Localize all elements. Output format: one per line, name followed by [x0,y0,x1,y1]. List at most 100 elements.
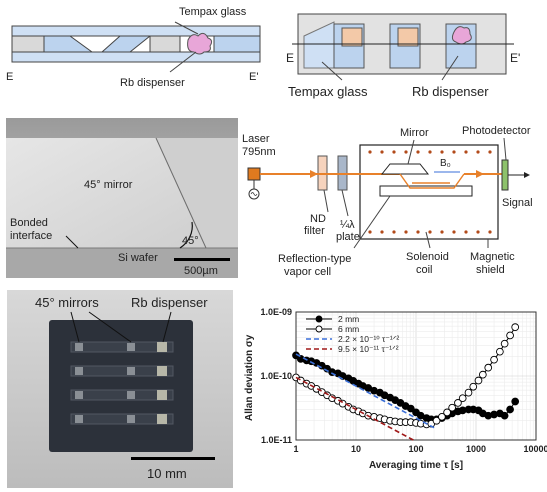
data-point [464,388,473,397]
chip-body [49,320,193,452]
bottom-glass-layer [11,51,261,63]
mirror-2 [397,27,419,47]
data-point [478,370,487,379]
nd-label-1: ND [310,213,326,225]
data-point [432,416,441,425]
vapor-cell-label-2: vapor cell [284,266,331,278]
data-point [443,408,451,417]
sem-image: 45° mirror Bonded interface 45° Si wafer… [6,118,238,278]
mirror-leader-1 [70,311,80,343]
series-2 [295,353,435,429]
photodetector [501,159,509,191]
cell-row-2 [70,365,174,377]
y-tick-label: 1.0E-09 [260,307,292,317]
data-point [496,347,504,356]
legend-label: 2.2 × 10⁻¹⁰ τ⁻¹ᐟ² [338,334,399,344]
rb-label: Rb dispenser [120,77,185,89]
beam-arrow-2 [476,170,484,178]
mirror-1 [341,27,363,47]
legend-label: 2 mm [338,314,359,324]
cell-row-3 [70,389,174,401]
data-point [438,412,446,421]
e-right-label: E' [510,51,520,65]
e-right-label: E' [249,71,258,83]
data-point [474,376,483,385]
data-point [511,323,520,331]
rb-leader [441,55,459,81]
y-tick-label: 1.0E-11 [261,435,292,445]
data-point [448,403,456,412]
si-wafer-region [6,248,238,278]
data-point [500,411,509,420]
tempax-leader [174,21,199,35]
laser-label-1: Laser [242,133,270,145]
si-block-left [11,35,45,53]
y-ticks: 1.0E-09 1.0E-10 1.0E-11 [260,307,292,445]
plate-label-1: ¼λ [340,219,355,231]
sine-icon [250,192,258,196]
x-tick-label: 1000 [466,444,486,454]
cell-row-1 [70,341,174,353]
fit-line [295,376,417,443]
cell-row-4 [70,413,174,425]
scale-bar [174,258,230,261]
rb-dispenser-blob [187,32,213,55]
legend-label: 9.5 × 10⁻¹¹ τ⁻¹ᐟ² [338,344,399,354]
rb-leader [169,51,197,73]
photo-drawing: 45° mirrors Rb dispenser 10 mm [7,290,233,488]
mirror-element [380,163,430,175]
y-axis-label: Allan deviation σy [244,334,255,421]
photodetector-label: Photodetector [462,125,531,137]
shield-label-1: Magnetic [470,251,515,263]
shield-label-2: shield [476,264,505,276]
data-point [506,405,514,414]
x-tick-label: 1 [293,444,298,454]
pd-leader [503,137,507,161]
mirror-label: Mirror [400,127,429,139]
data-point [500,339,509,348]
mirror-edge [155,137,207,249]
x-tick-label: 10 [351,444,361,454]
nd-label-2: filter [304,225,325,237]
tempax-label: Tempax glass [288,84,368,99]
legend-marker [315,315,323,323]
nd-leader [323,189,329,213]
series-1 [292,323,520,429]
data-point [454,399,462,407]
signal-label: Signal [502,197,533,209]
bonded-leader [65,235,79,249]
si-wedge-right [100,35,152,53]
cell-cross-section: Tempax glass Rb dispenser E E' [0,0,265,108]
data-point [506,331,514,340]
angle-label: 45° [182,235,199,247]
top-glass-layer [11,25,261,37]
coil-label-1: Solenoid [406,251,449,263]
mirrors-label: 45° mirrors [35,295,99,310]
mirror-leader [407,139,415,165]
data-point [484,363,493,372]
legend-marker [315,325,323,333]
solenoid-bottom-dots [368,230,492,234]
mirror-label: 45° mirror [84,179,133,191]
magnetic-shield-box [359,144,499,240]
vapor-cell-label-1: Reflection-type [278,253,351,265]
coil-leader [425,231,431,249]
data-point [511,397,520,406]
chart-series [292,323,520,443]
schematic-drawing: Laser 795nm Mirror B₀ Photodetector Sign… [242,125,533,278]
si-block-right [213,35,261,53]
rb-label: Rb dispenser [131,295,208,310]
y-tick-label: 1.0E-10 [260,371,292,381]
device-photo: 45° mirrors Rb dispenser 10 mm [7,290,233,488]
top-view-drawing: E E' Tempax glass Rb dispenser [286,13,520,99]
cross-section-drawing: Tempax glass Rb dispenser E E' [6,6,261,89]
beam-arrow-1 [310,170,318,178]
scale-label: 500µm [184,265,218,277]
rb-leader [162,311,172,343]
bonded-label-1: Bonded [10,217,48,229]
right-facet [156,138,238,248]
vapor-cell-leader [353,195,391,249]
mirror-leader-2 [88,311,132,343]
